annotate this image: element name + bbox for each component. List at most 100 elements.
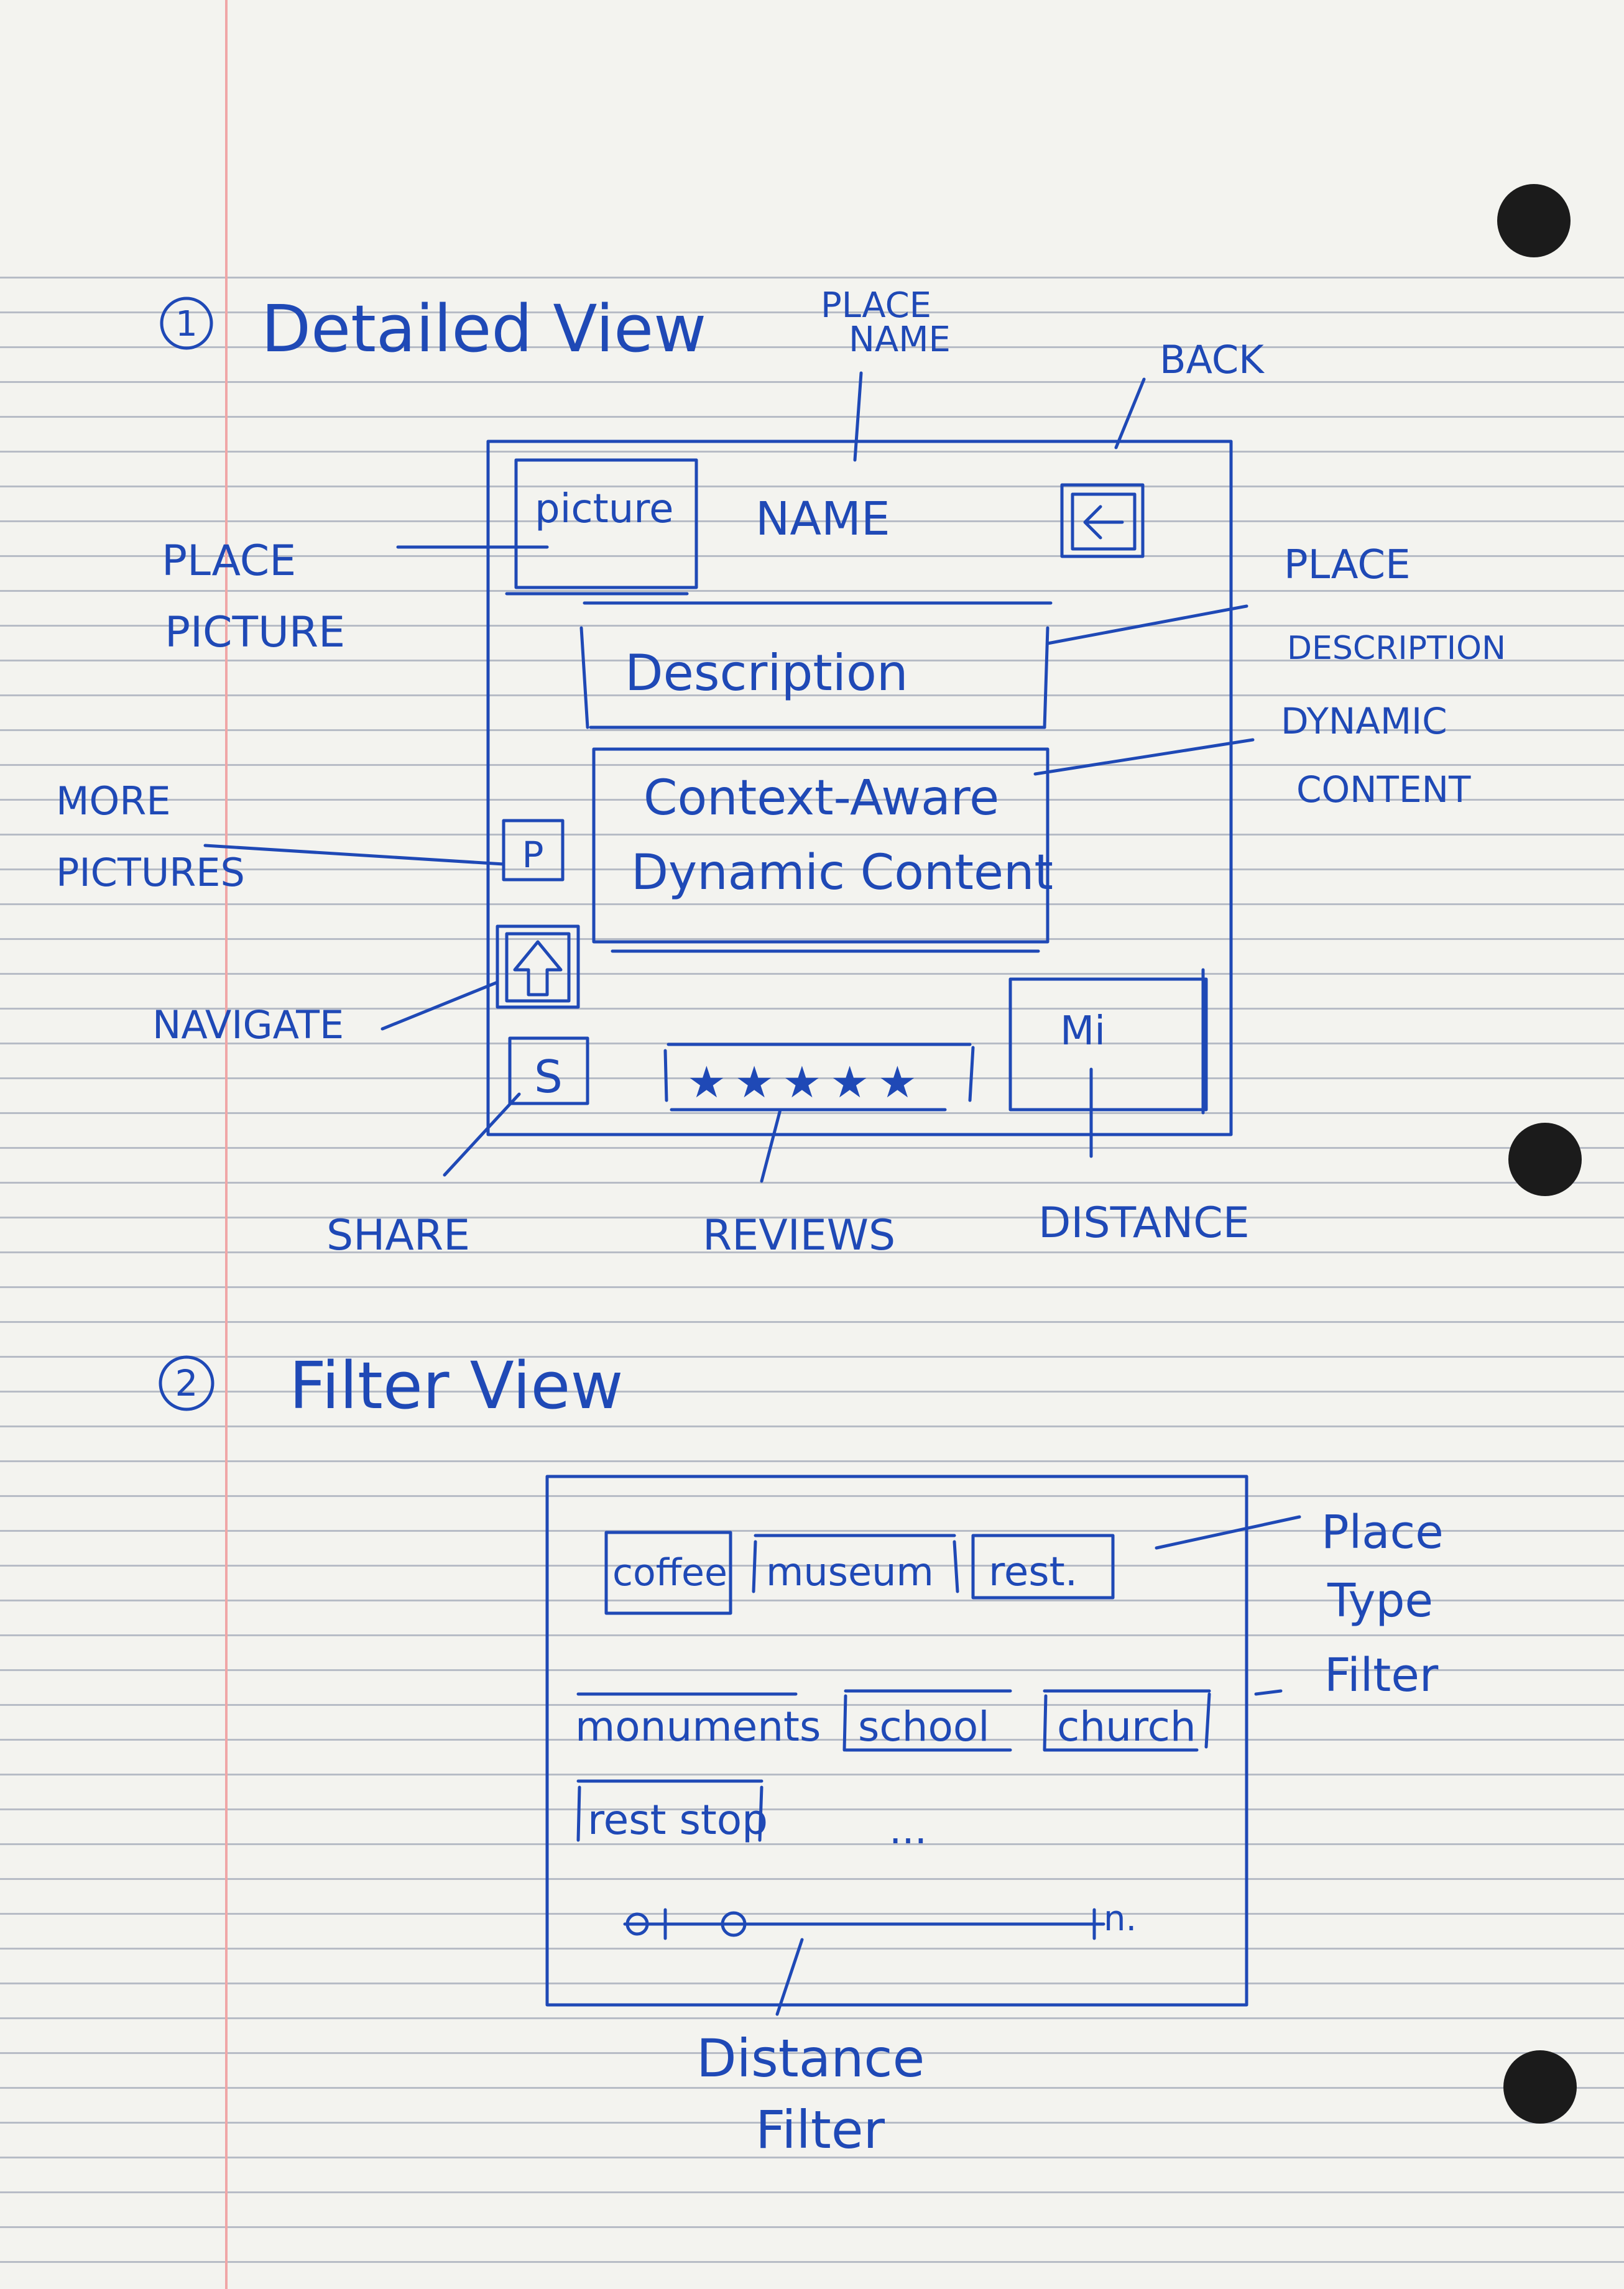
leader-back — [1114, 377, 1146, 449]
binder-hole-top — [1497, 184, 1571, 257]
more-filters-ellipsis: ... — [889, 1807, 927, 1853]
place-description-box: Description — [579, 601, 1053, 729]
label-distance: DISTANCE — [1038, 1199, 1250, 1248]
dynamic-line-2: Dynamic Content — [631, 845, 1053, 901]
leader-place-type — [1155, 1515, 1301, 1550]
distance-frame — [1008, 977, 1208, 1112]
label-place-type-2: Type — [1327, 1574, 1433, 1628]
section2-number-circle — [159, 1355, 215, 1411]
label-dynamic-content-2: CONTENT — [1296, 768, 1471, 811]
navigate-inner — [505, 932, 571, 1003]
filter-chip-monuments[interactable]: monuments — [575, 1692, 821, 1751]
binder-hole-bottom — [1503, 2050, 1577, 2124]
chip-monuments-label: monuments — [575, 1703, 821, 1751]
section1-number: 1 — [175, 304, 198, 344]
chip-school-frame — [842, 1689, 1012, 1752]
filter-chip-museum[interactable]: museum — [752, 1534, 959, 1595]
label-share: SHARE — [326, 1211, 470, 1260]
distance-slider[interactable]: n. — [623, 1899, 1137, 1940]
label-more-pictures-1: MORE — [56, 778, 171, 824]
leader-share — [443, 1092, 521, 1177]
leader-place-type-tick — [1254, 1689, 1283, 1696]
section1-title: Detailed View — [261, 291, 706, 367]
section2-callout-lines — [775, 1515, 1301, 2016]
label-place-description-1: PLACE — [1284, 542, 1411, 588]
leader-more-pictures — [203, 844, 505, 866]
label-dynamic-content-1: DYNAMIC — [1281, 700, 1447, 742]
leader-navigate — [381, 980, 499, 1031]
section2-title: Filter View — [289, 1348, 623, 1424]
dynamic-line-1: Context-Aware — [644, 770, 999, 826]
margin-line — [225, 0, 228, 2289]
dynamic-content-frame — [592, 747, 1050, 944]
label-place-name-2: NAME — [849, 320, 951, 360]
label-place-name-1: PLACE — [821, 285, 931, 326]
navigate-button[interactable] — [496, 924, 580, 1009]
filter-chip-school[interactable]: school — [842, 1689, 1012, 1752]
section1-callout-lines — [203, 371, 1255, 1183]
up-arrow-icon — [513, 940, 563, 997]
distance-widget: Mi — [1008, 968, 1208, 1115]
filter-chip-coffee[interactable]: coffee — [604, 1531, 732, 1615]
dynamic-content-box: Context-Aware Dynamic Content — [592, 747, 1053, 953]
chip-rest-stop-label: rest stop — [588, 1796, 768, 1844]
label-distance-filter-2: Filter — [755, 2099, 885, 2160]
chip-church-label: church — [1057, 1703, 1196, 1751]
label-place-type-1: Place — [1321, 1506, 1444, 1559]
more-pictures-letter: P — [522, 834, 544, 876]
label-place-type-3: Filter — [1324, 1649, 1439, 1702]
chip-rest-label: rest. — [989, 1549, 1077, 1595]
section2-heading: 2 Filter View — [159, 1348, 623, 1424]
leader-reviews — [760, 1108, 782, 1183]
chip-museum-frame — [752, 1534, 959, 1593]
label-place-description-2: DESCRIPTION — [1287, 630, 1506, 667]
label-reviews: REVIEWS — [703, 1211, 895, 1260]
section2-number: 2 — [175, 1362, 198, 1404]
chip-rest-frame — [971, 1534, 1115, 1600]
navigate-frame — [496, 924, 580, 1009]
section1-heading: 1 Detailed View — [160, 291, 706, 367]
back-button-frame — [1060, 483, 1145, 558]
chip-coffee-frame — [604, 1531, 732, 1615]
reviews-right-line — [968, 1046, 975, 1102]
leader-distance-filter — [775, 1938, 804, 2016]
share-frame — [508, 1036, 589, 1105]
label-back: BACK — [1160, 337, 1265, 382]
leader-place-description — [1046, 604, 1248, 645]
description-text: Description — [625, 644, 908, 702]
picture-frame — [514, 458, 698, 589]
reviews-widget: ★★★★★ — [663, 1043, 975, 1112]
leader-dynamic-content — [1033, 738, 1255, 776]
left-arrow-icon — [1083, 505, 1124, 540]
share-button[interactable]: S — [508, 1036, 589, 1105]
paper-header-area — [0, 0, 1624, 261]
label-navigate: NAVIGATE — [152, 1002, 344, 1048]
label-place-picture-1: PLACE — [162, 537, 296, 586]
share-letter: S — [534, 1051, 563, 1103]
filter-chip-rest[interactable]: rest. — [971, 1534, 1115, 1600]
reviews-left-line — [663, 1049, 668, 1102]
label-place-picture-2: PICTURE — [165, 608, 345, 657]
slider-end-label: n. — [1104, 1899, 1137, 1939]
chip-church-frame — [1043, 1689, 1211, 1752]
detail-phone-frame — [486, 440, 1233, 1136]
slider-handle[interactable] — [721, 1911, 747, 1937]
section1-callout-labels: PLACE NAME BACK PLACE PICTURE PLACE DESC… — [56, 285, 1506, 1260]
place-name-text: NAME — [755, 492, 890, 546]
binder-hole-middle — [1508, 1123, 1582, 1196]
more-pictures-button[interactable]: P — [502, 819, 565, 882]
filter-chip-rest-stop[interactable]: rest stop — [576, 1779, 768, 1844]
filter-phone-frame — [545, 1475, 1248, 2007]
section1-number-circle — [160, 297, 213, 350]
chip-museum-label: museum — [766, 1549, 934, 1595]
slider-start-knob — [625, 1912, 649, 1936]
leader-place-name — [853, 371, 863, 462]
place-picture-box: picture — [505, 458, 698, 596]
chip-coffee-label: coffee — [612, 1551, 727, 1595]
section2-callout-labels: Place Type Filter Distance Filter — [696, 1506, 1444, 2160]
filter-chip-church[interactable]: church — [1043, 1689, 1211, 1752]
back-button-inner — [1071, 492, 1137, 551]
label-distance-filter-1: Distance — [696, 2028, 925, 2089]
back-button[interactable] — [1060, 483, 1145, 558]
